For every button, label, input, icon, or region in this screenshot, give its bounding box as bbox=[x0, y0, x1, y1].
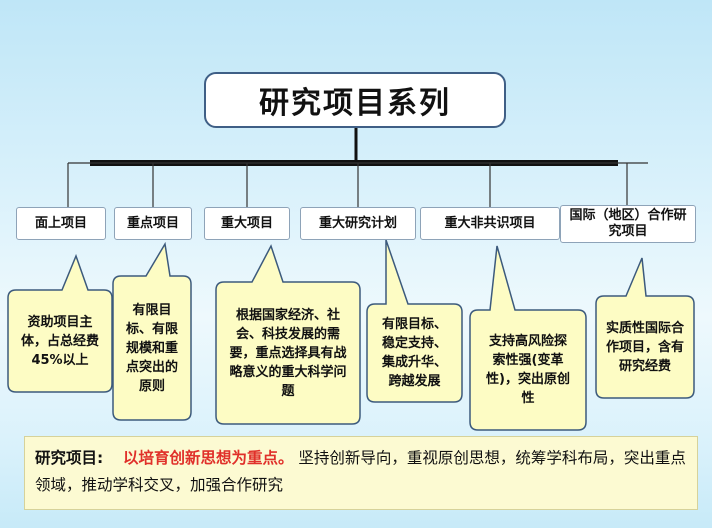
callout-major: 根据国家经济、社会、科技发展的需要，重点选择具有战略意义的重大科学问题 bbox=[229, 307, 347, 399]
callout-shape-5 bbox=[469, 245, 587, 431]
callout-shape-2 bbox=[112, 241, 192, 421]
summary-text: 坚持创新导向，重视原创思想，统筹学科布局，突出重点领域，推动学科交叉，加强合作研… bbox=[35, 449, 686, 494]
callout-key: 有限目标、有限规模和重点突出的原则 bbox=[125, 302, 178, 394]
category-major-nonconsensus: 重大非共识项目 bbox=[420, 207, 560, 240]
category-major-research-plan: 重大研究计划 bbox=[300, 207, 416, 240]
callout-shape-1 bbox=[7, 253, 113, 393]
callout-shape-4 bbox=[366, 239, 463, 403]
callout-major-nonconsensus: 支持高风险探索性强(变革性)，突出原创性 bbox=[486, 334, 570, 406]
category-general: 面上项目 bbox=[16, 207, 106, 240]
category-key: 重点项目 bbox=[114, 207, 192, 240]
summary-label: 研究项目: bbox=[35, 449, 104, 467]
callout-general: 资助项目主体，占总经费45%以上 bbox=[20, 314, 99, 368]
callout-shape-3 bbox=[215, 244, 361, 425]
category-international: 国际（地区）合作研究项目 bbox=[560, 205, 696, 243]
callout-shape-6 bbox=[595, 257, 695, 399]
category-major: 重大项目 bbox=[204, 207, 290, 240]
summary-box: 研究项目: 以培育创新思想为重点。 坚持创新导向，重视原创思想，统筹学科布局，突… bbox=[24, 436, 698, 510]
summary-highlight: 以培育创新思想为重点。 bbox=[122, 449, 294, 467]
diagram-title: 研究项目系列 bbox=[204, 72, 506, 128]
callout-international: 实质性国际合作项目，含有研究经费 bbox=[606, 320, 685, 374]
callout-major-research-plan: 有限目标、稳定支持、集成升华、跨越发展 bbox=[381, 317, 447, 389]
